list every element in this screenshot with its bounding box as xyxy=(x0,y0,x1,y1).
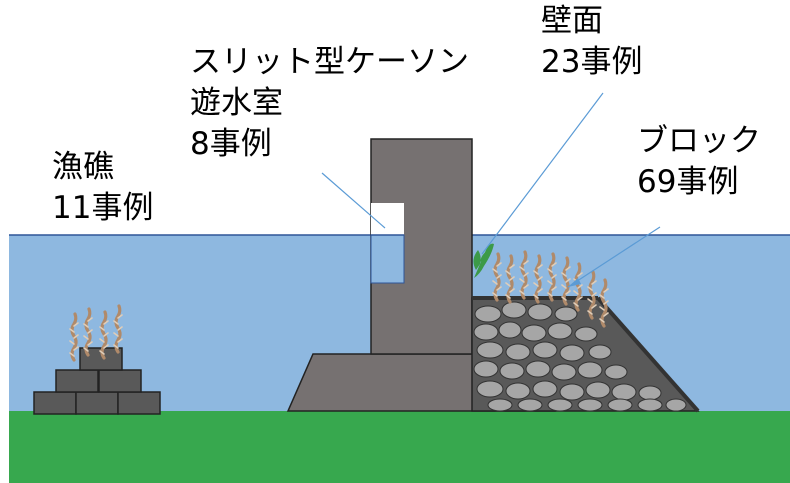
pointer-wall xyxy=(481,92,604,255)
pointer-block xyxy=(567,226,661,288)
armor-block-slope xyxy=(596,296,700,413)
label-block: ブロック 69事例 xyxy=(637,121,761,203)
label-slit-caisson: スリット型ケーソン 遊水室 8事例 xyxy=(190,42,469,165)
label-wall: 壁面 23事例 xyxy=(541,1,642,83)
label-fish-reef: 漁礁 11事例 xyxy=(52,147,153,229)
label-wall-count: 23事例 xyxy=(541,44,643,80)
slit-chamber-underwater xyxy=(370,234,405,284)
label-block-count: 69事例 xyxy=(637,164,739,200)
pointer-slit xyxy=(321,172,386,229)
label-fish-reef-name: 漁礁 xyxy=(52,149,114,185)
sea-floor xyxy=(9,411,790,483)
label-slit-caisson-name: スリット型ケーソン xyxy=(190,44,469,80)
label-fish-reef-count: 11事例 xyxy=(52,190,154,226)
label-slit-caisson-count: 8事例 xyxy=(190,126,272,162)
label-wall-name: 壁面 xyxy=(541,3,603,39)
kelp-on-wall xyxy=(473,243,494,278)
label-slit-caisson-sub: 遊水室 xyxy=(190,85,283,121)
rubble-stones xyxy=(473,301,687,412)
fish-reef-blocks xyxy=(33,347,161,415)
label-block-name: ブロック xyxy=(637,123,761,159)
